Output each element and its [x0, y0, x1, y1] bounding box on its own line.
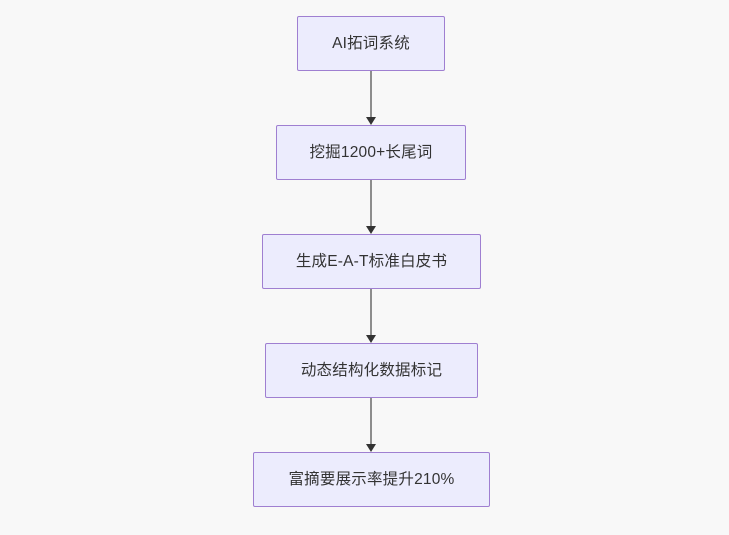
flow-edge-line: [370, 398, 372, 444]
flow-edge-line: [370, 289, 372, 335]
flow-edge-line: [370, 180, 372, 226]
flow-node-label: 挖掘1200+长尾词: [309, 143, 433, 161]
flow-node-dynamic-structured-data-markup[interactable]: 动态结构化数据标记: [265, 343, 478, 398]
flow-node-rich-snippet-rate-increase[interactable]: 富摘要展示率提升210%: [253, 452, 490, 507]
flow-node-generate-eat-whitepaper[interactable]: 生成E-A-T标准白皮书: [262, 234, 481, 289]
flow-node-mine-longtail-keywords[interactable]: 挖掘1200+长尾词: [276, 125, 466, 180]
flow-node-label: 生成E-A-T标准白皮书: [295, 252, 448, 270]
arrow-down-icon: [366, 226, 376, 234]
flow-node-label: 动态结构化数据标记: [300, 361, 443, 379]
arrow-down-icon: [366, 335, 376, 343]
flow-node-label: AI拓词系统: [332, 34, 410, 52]
flow-node-label: 富摘要展示率提升210%: [288, 470, 455, 488]
arrow-down-icon: [366, 444, 376, 452]
flow-node-ai-keyword-system[interactable]: AI拓词系统: [297, 16, 445, 71]
arrow-down-icon: [366, 117, 376, 125]
flow-edge-line: [370, 71, 372, 117]
